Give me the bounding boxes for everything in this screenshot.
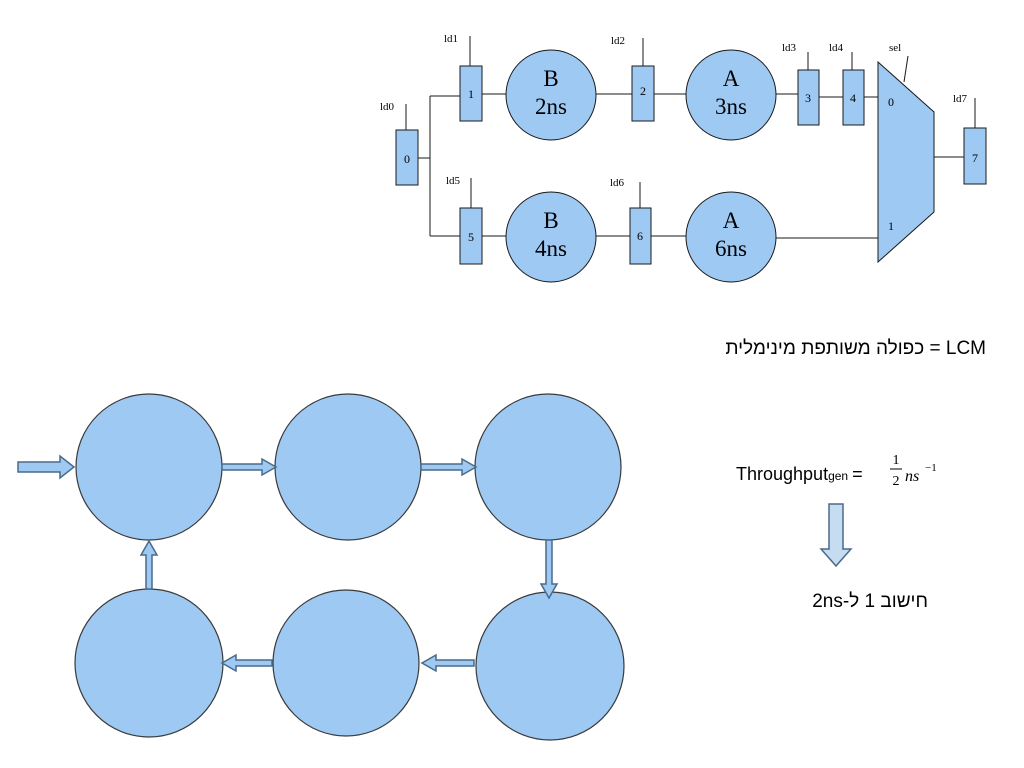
arrow-up-icon (139, 539, 159, 590)
register-6: 6 ld6 (610, 177, 652, 265)
ld6-label: ld6 (610, 177, 625, 189)
svg-text:B: B (543, 66, 558, 91)
unit-b-2ns: B 2ns (505, 49, 597, 141)
svg-text:2: 2 (640, 84, 646, 98)
ld7-label: ld7 (953, 93, 968, 105)
svg-text:6ns: 6ns (715, 236, 747, 261)
ring-stage-5 (272, 589, 420, 737)
register-4: 4 ld4 (829, 42, 865, 126)
svg-text:6: 6 (637, 229, 643, 243)
arrow-down-icon (539, 539, 559, 600)
svg-text:0: 0 (888, 95, 894, 109)
svg-text:3: 3 (805, 91, 811, 105)
ld0-label: ld0 (380, 101, 395, 113)
svg-text:1: 1 (888, 219, 894, 233)
arrow-left-icon (420, 653, 475, 673)
ring-stage-1 (75, 393, 223, 541)
register-1: 1 ld1 (444, 33, 483, 122)
register-7: 7 ld7 (953, 93, 987, 185)
svg-text:4: 4 (850, 91, 856, 105)
result-note: חישוב 1 ל-2ns (812, 591, 928, 612)
register-2: 2 ld2 (611, 35, 655, 122)
svg-text:A: A (723, 66, 740, 91)
svg-text:B: B (543, 208, 558, 233)
ring-stage-3 (474, 393, 622, 541)
ld1-label: ld1 (444, 33, 458, 45)
ring-stage-4 (74, 588, 224, 738)
pipeline-ring (17, 393, 625, 741)
svg-text:4ns: 4ns (535, 236, 567, 261)
unit-a-6ns: A 6ns (685, 191, 777, 283)
svg-text:1: 1 (468, 87, 474, 101)
arrow-right-icon (420, 457, 478, 477)
ld2-label: ld2 (611, 35, 625, 47)
svg-text:−1: −1 (925, 462, 937, 474)
svg-text:0: 0 (404, 152, 410, 166)
register-0: 0 ld0 (380, 101, 419, 186)
ring-stage-6 (475, 591, 625, 741)
svg-text:1: 1 (893, 453, 900, 468)
svg-text:ns: ns (905, 468, 919, 485)
circuit-wires (405, 36, 976, 239)
register-5: 5 ld5 (446, 175, 483, 265)
ld4-label: ld4 (829, 42, 844, 54)
svg-text:2ns: 2ns (535, 94, 567, 119)
ld3-label: ld3 (782, 42, 797, 54)
ld5-label: ld5 (446, 175, 461, 187)
svg-text:Throughputgen=: Throughputgen= (736, 464, 863, 484)
unit-b-4ns: B 4ns (505, 191, 597, 283)
lcm-note: LCM = כפולה משותפת מינימלית (725, 338, 986, 359)
arrow-left-icon (220, 653, 273, 673)
svg-text:7: 7 (972, 151, 978, 165)
register-3: 3 ld3 (782, 42, 820, 126)
svg-text:2: 2 (893, 474, 900, 489)
svg-text:A: A (723, 208, 740, 233)
down-arrow-icon (819, 503, 853, 568)
arrow-right-icon (221, 457, 278, 477)
sel-label: sel (889, 42, 901, 54)
svg-text:3ns: 3ns (715, 94, 747, 119)
throughput-formula: Throughputgen= 1 2 ns −1 (736, 453, 937, 489)
unit-a-3ns: A 3ns (685, 49, 777, 141)
entry-arrow-icon (17, 454, 76, 480)
ring-stage-2 (274, 393, 422, 541)
multiplexer: 0 1 sel (877, 42, 935, 264)
svg-text:5: 5 (468, 230, 474, 244)
